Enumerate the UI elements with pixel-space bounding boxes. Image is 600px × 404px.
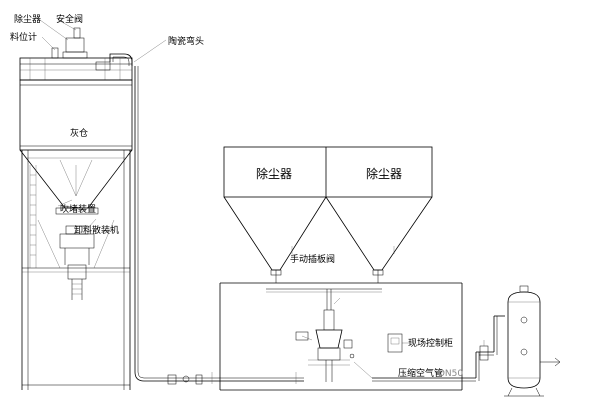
safety-valve-label: 安全阀	[56, 13, 83, 25]
pump-leader-lines	[301, 297, 412, 344]
dust-collector-pair	[223, 146, 433, 283]
air-receiver-tank	[504, 285, 561, 397]
silo-dust-collector-label: 除尘器	[14, 13, 41, 25]
level-meter-label: 料位计	[10, 31, 37, 43]
dust-collector-left-label: 除尘器	[256, 166, 292, 181]
conveying-pipe	[109, 53, 304, 385]
compressed-air-pipe-label: 压缩空气管	[398, 367, 443, 379]
bulk-loader-label: 卸料散装机	[74, 224, 119, 236]
manual-valve-label: 手动插板阀	[290, 253, 335, 265]
pump-room-enclosure	[219, 282, 463, 391]
dust-collector-right-label: 除尘器	[366, 166, 402, 181]
silo-leader-lines	[39, 19, 167, 229]
ceramic-elbow-label: 陶瓷弯头	[168, 35, 204, 47]
blockage-device-label: 吹堵装置	[60, 203, 96, 215]
control-cabinet-label: 现场控制柜	[408, 337, 453, 349]
labels: 除尘器 安全阀 料位计 陶瓷弯头 灰仓 吹堵装置 卸料散装机 除尘器 除尘器 手…	[10, 13, 463, 379]
ash-silo-label: 灰仓	[70, 127, 88, 139]
ash-silo	[19, 27, 133, 390]
dn50-label: DN50	[438, 369, 463, 379]
compressed-air-line	[372, 315, 505, 382]
pneumatic-conveying-pump	[295, 289, 403, 382]
